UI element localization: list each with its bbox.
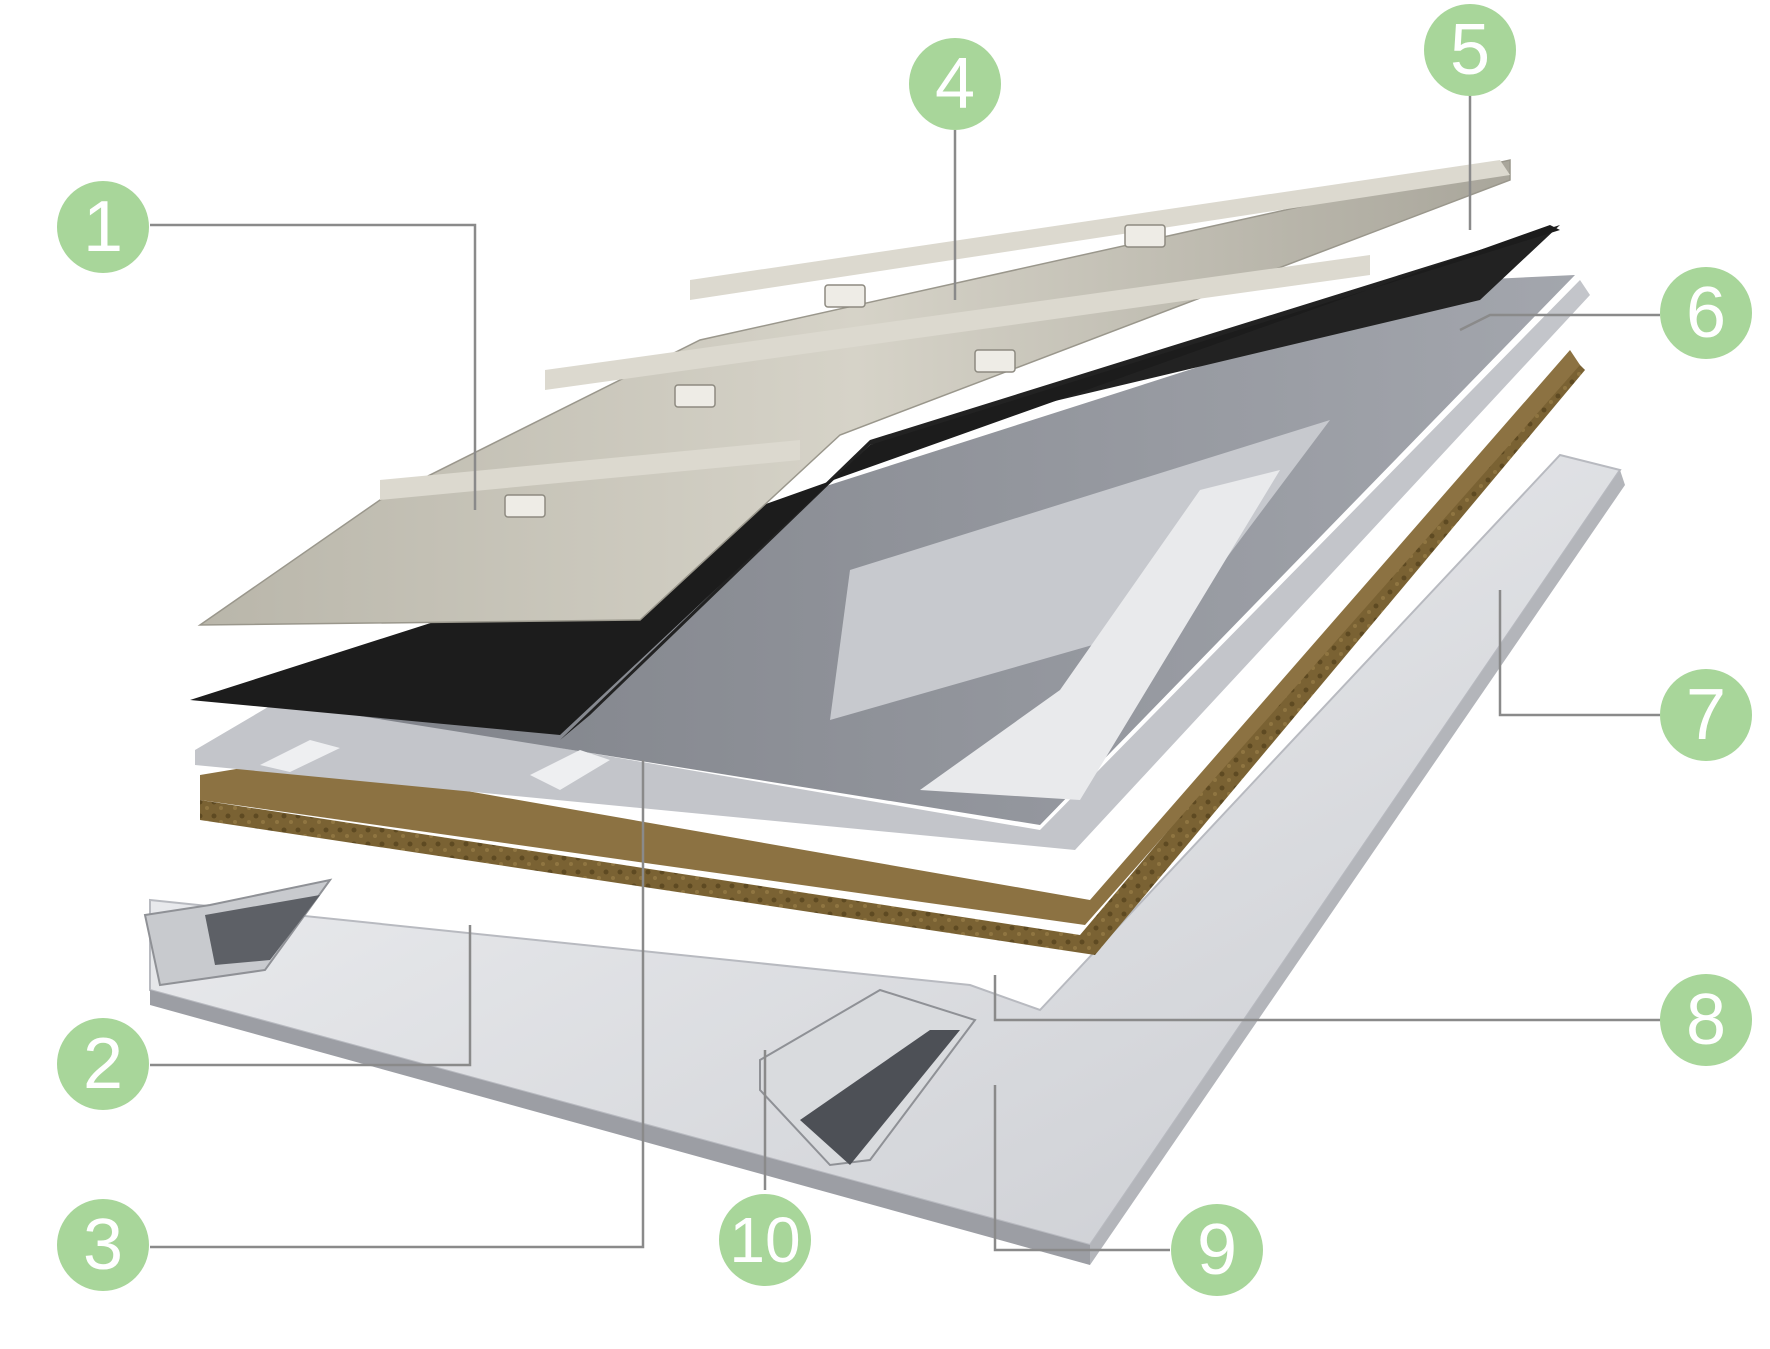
callout-4-label: 4 [935,44,975,124]
leader-7 [1498,590,1660,717]
callout-4-badge [909,38,1001,130]
callout-10: 10 [719,1194,811,1286]
callout-10-label: 10 [729,1204,800,1276]
callout-6-label: 6 [1686,273,1726,353]
purlin-right [759,988,977,1167]
callout-2: 2 [57,1018,149,1110]
callout-5-badge [1424,4,1516,96]
leader-6 [1459,313,1660,332]
callout-8-label: 8 [1686,980,1726,1060]
leader-1 [150,223,477,510]
leader-9 [993,1085,1170,1252]
callout-3-badge [57,1199,149,1291]
callout-2-label: 2 [83,1024,123,1104]
callout-1-label: 1 [83,187,123,267]
callout-8-badge [1660,974,1752,1066]
standing-seam-metal [197,159,1511,626]
callout-9-label: 9 [1197,1210,1237,1290]
callout-7-label: 7 [1686,675,1726,755]
callout-7: 7 [1660,669,1752,761]
callout-10-badge [719,1194,811,1286]
callout-4: 4 [909,38,1001,130]
callout-1: 1 [57,181,149,273]
callout-2-badge [57,1018,149,1110]
callout-8: 8 [1660,974,1752,1066]
callout-6: 6 [1660,267,1752,359]
purlin-left [143,878,333,987]
callout-3-label: 3 [83,1205,123,1285]
leader-8 [993,975,1660,1022]
leader-3 [150,760,645,1249]
callout-3: 3 [57,1199,149,1291]
callout-9: 9 [1171,1204,1263,1296]
callout-6-badge [1660,267,1752,359]
callout-1-badge [57,181,149,273]
callout-7-badge [1660,669,1752,761]
callout-5: 5 [1424,4,1516,96]
leader-lines [150,95,1660,1252]
leader-2 [150,925,472,1067]
callout-5-label: 5 [1450,10,1490,90]
callout-9-badge [1171,1204,1263,1296]
